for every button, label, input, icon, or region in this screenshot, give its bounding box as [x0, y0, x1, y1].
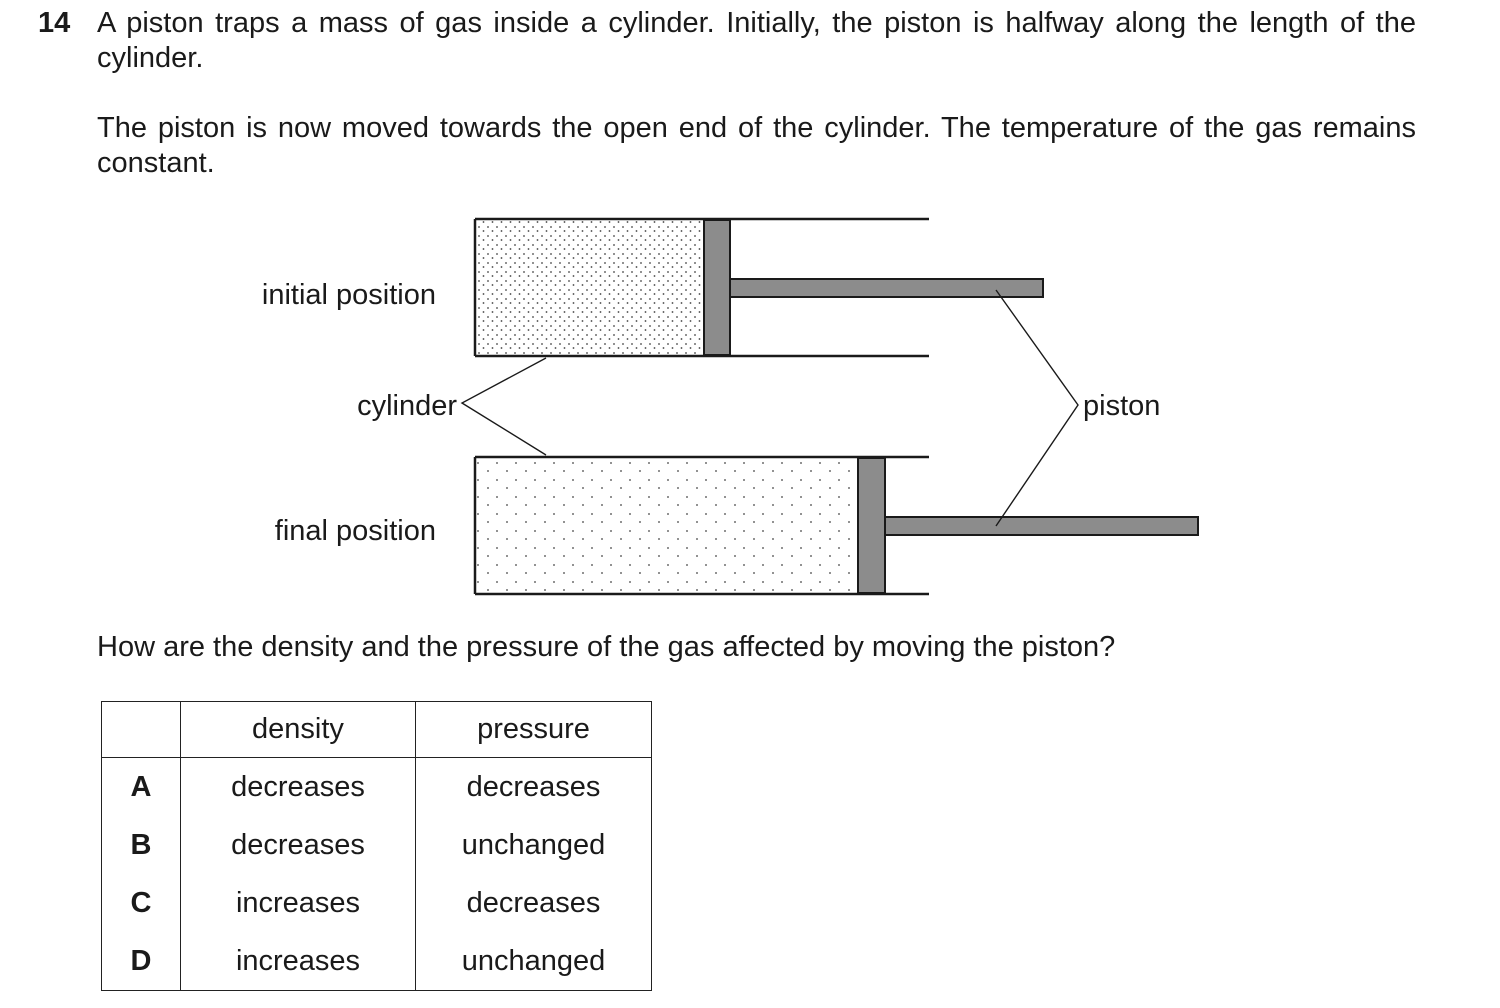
header-pressure: pressure	[415, 701, 652, 758]
question-paragraph-2: The piston is now moved towards the open…	[97, 112, 1416, 179]
piston-leader	[995, 289, 1079, 527]
question-number: 14	[38, 7, 71, 39]
option-letter: A	[101, 757, 181, 816]
option-letter: C	[101, 874, 181, 932]
option-letter: D	[101, 932, 181, 991]
table-header-row: density pressure	[101, 701, 652, 758]
label-final-position: final position	[275, 515, 436, 547]
option-pressure: decreases	[415, 874, 652, 932]
leader-lines	[460, 289, 1079, 527]
final-cylinder	[473, 455, 929, 596]
option-pressure: unchanged	[415, 932, 652, 991]
initial-gas-region	[476, 220, 704, 355]
option-letter: B	[101, 816, 181, 874]
question-paragraph-1: A piston traps a mass of gas inside a cy…	[97, 7, 1416, 74]
final-piston	[857, 457, 1199, 594]
final-gas-region	[476, 458, 858, 593]
initial-setup	[473, 217, 1044, 358]
label-piston: piston	[1083, 390, 1160, 422]
answer-options-table: density pressure A decreases decreases B…	[101, 701, 652, 991]
option-density: increases	[180, 874, 416, 932]
option-row-a[interactable]: A decreases decreases	[101, 757, 652, 816]
cylinder-leader	[460, 357, 547, 456]
label-cylinder: cylinder	[357, 390, 457, 422]
option-pressure: unchanged	[415, 816, 652, 874]
option-pressure: decreases	[415, 757, 652, 816]
option-row-d[interactable]: D increases unchanged	[101, 932, 652, 991]
option-density: increases	[180, 932, 416, 991]
question-prompt: How are the density and the pressure of …	[97, 631, 1116, 663]
option-row-c[interactable]: C increases decreases	[101, 874, 652, 932]
option-density: decreases	[180, 816, 416, 874]
initial-piston	[703, 219, 1044, 356]
label-initial-position: initial position	[262, 279, 436, 311]
header-letter	[101, 701, 181, 758]
final-setup	[473, 455, 1199, 596]
header-density: density	[180, 701, 416, 758]
option-row-b[interactable]: B decreases unchanged	[101, 816, 652, 874]
piston-cylinder-diagram: initial position cylinder final position…	[262, 217, 1199, 596]
initial-cylinder	[473, 217, 929, 358]
option-density: decreases	[180, 757, 416, 816]
